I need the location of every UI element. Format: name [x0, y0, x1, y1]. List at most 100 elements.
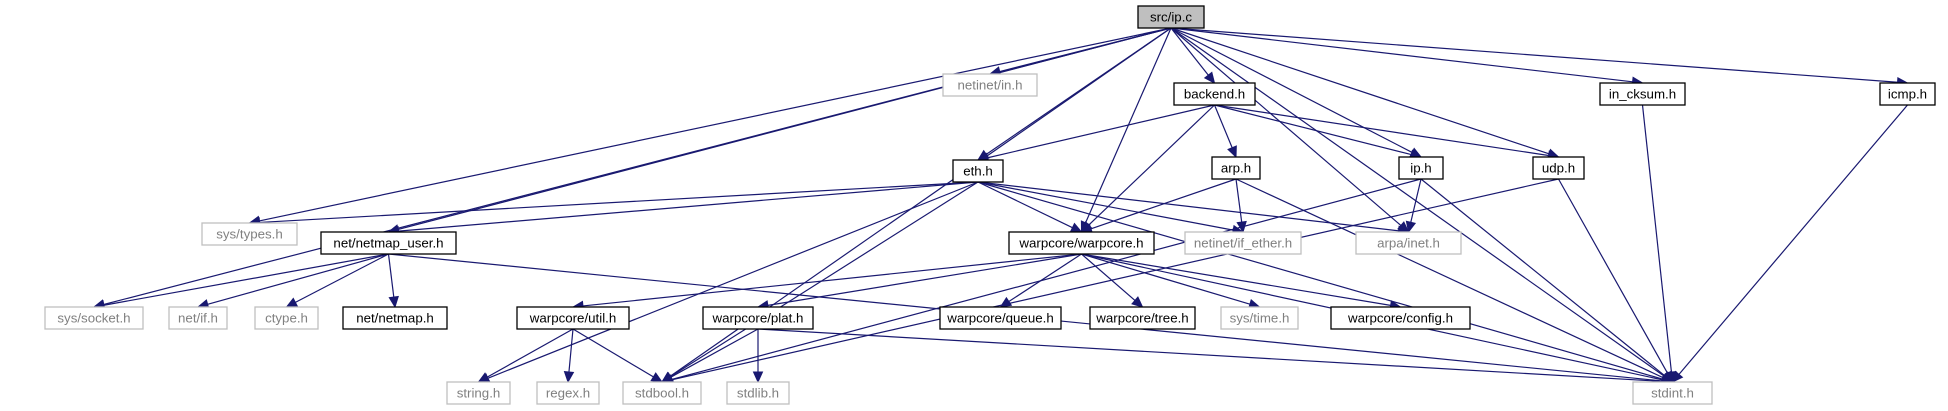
edge-ip_c-to-sys_socket: [103, 27, 1172, 306]
node-box: [1632, 381, 1713, 405]
node-label: stdint.h: [1651, 386, 1694, 401]
edge-util-to-regex: [568, 328, 574, 373]
node-ip-c[interactable]: src/ip.c: [1137, 5, 1205, 29]
node-plat[interactable]: warpcore/plat.h: [702, 306, 814, 330]
edge-warpcore-to-tree: [1081, 253, 1136, 301]
node-arp[interactable]: arp.h: [1211, 156, 1261, 180]
node-label: backend.h: [1184, 87, 1245, 102]
edge-ip_c-to-ip_h: [1170, 27, 1413, 153]
node-icmp[interactable]: icmp.h: [1879, 82, 1936, 106]
edge-warpcore-to-plat: [767, 253, 1082, 306]
node-box: [952, 159, 1004, 183]
node-box: [622, 381, 702, 405]
edge-eth-to-arpa_inet: [977, 181, 1399, 232]
node-label: warpcore/tree.h: [1095, 311, 1188, 326]
node-box: [1599, 82, 1686, 106]
node-label: udp.h: [1542, 161, 1575, 176]
edge-ip_h-to-stdint: [1420, 178, 1666, 377]
edge-eth-to-string: [487, 181, 979, 379]
node-box: [446, 381, 511, 405]
node-arpa-inet: arpa/inet.h: [1355, 231, 1462, 255]
node-stdint: stdint.h: [1632, 381, 1713, 405]
edge-arp-to-warpcore: [1090, 178, 1237, 230]
node-box: [1532, 156, 1585, 180]
node-sys-socket: sys/socket.h: [44, 306, 144, 330]
node-in-cksum[interactable]: in_cksum.h: [1599, 82, 1686, 106]
node-stdbool: stdbool.h: [622, 381, 702, 405]
node-udp[interactable]: udp.h: [1532, 156, 1585, 180]
edge-arrowhead-icmp-to-stdint: [1671, 370, 1684, 383]
node-box: [1879, 82, 1936, 106]
node-tree[interactable]: warpcore/tree.h: [1089, 306, 1196, 330]
edge-warpcore-to-config: [1081, 253, 1391, 306]
node-box: [1398, 156, 1444, 180]
edge-backend-to-arp: [1213, 104, 1233, 148]
node-label: regex.h: [546, 386, 590, 401]
edge-arrowhead-warpcore-to-tree: [1131, 296, 1144, 308]
edge-plat-to-stdint: [757, 328, 1663, 383]
edge-netmap_user-to-sys_socket: [103, 253, 389, 306]
node-regex: regex.h: [536, 381, 600, 405]
node-backend[interactable]: backend.h: [1173, 82, 1256, 106]
node-box: [1184, 231, 1302, 255]
edge-udp-to-stdint: [1557, 178, 1669, 374]
node-box: [1089, 306, 1196, 330]
node-label: arp.h: [1221, 161, 1251, 176]
edge-icmp-to-stdint: [1678, 104, 1908, 375]
edge-ip_c-to-backend: [1170, 27, 1209, 76]
edge-arrowhead-netmap_user-to-netmap: [388, 295, 399, 309]
node-util[interactable]: warpcore/util.h: [516, 306, 630, 330]
node-box: [1211, 156, 1261, 180]
node-box: [1137, 5, 1205, 29]
edge-eth-to-if_ether: [977, 181, 1234, 231]
edge-arrowhead-eth-to-warpcore: [1069, 222, 1083, 233]
node-box: [44, 306, 144, 330]
node-box: [254, 306, 319, 330]
node-net-if: net/if.h: [168, 306, 228, 330]
edge-udp-to-stdbool: [671, 178, 1559, 381]
node-ip-h[interactable]: ip.h: [1398, 156, 1444, 180]
edge-arrowhead-netmap_user-to-ctype: [285, 297, 299, 308]
node-box: [939, 306, 1062, 330]
node-queue[interactable]: warpcore/queue.h: [939, 306, 1062, 330]
node-eth[interactable]: eth.h: [952, 159, 1004, 183]
edge-arrowhead-backend-to-arp: [1227, 145, 1237, 159]
node-label: string.h: [457, 386, 501, 401]
edge-arrowhead-plat-to-stdlib: [752, 371, 764, 384]
node-box: [320, 231, 457, 255]
edge-warpcore-to-sys_time: [1081, 253, 1251, 305]
node-label: ctype.h: [265, 311, 308, 326]
edge-netmap_user-to-net_if: [207, 253, 389, 305]
node-sys-time: sys/time.h: [1220, 306, 1299, 330]
edge-ip_c-to-arpa_inet: [1170, 27, 1402, 226]
node-label: netinet/if_ether.h: [1194, 236, 1292, 251]
edge-arrowhead-plat-to-stdbool: [660, 372, 674, 383]
node-label: icmp.h: [1888, 87, 1927, 102]
edge-warpcore-to-util: [582, 253, 1082, 307]
node-label: warpcore/queue.h: [946, 311, 1053, 326]
node-box: [942, 73, 1038, 97]
node-netmap-user[interactable]: net/netmap_user.h: [320, 231, 457, 255]
node-label: stdbool.h: [635, 386, 689, 401]
node-box: [702, 306, 814, 330]
node-label: src/ip.c: [1150, 10, 1192, 25]
node-config[interactable]: warpcore/config.h: [1330, 306, 1471, 330]
edge-warpcore-to-queue: [1008, 253, 1082, 303]
node-box: [1330, 306, 1471, 330]
edge-ip_h-to-stdbool: [671, 178, 1422, 380]
edge-netmap_user-to-netmap: [387, 253, 395, 298]
edge-ip_c-to-sys_types: [259, 27, 1172, 222]
node-label: netinet/in.h: [957, 78, 1022, 93]
node-box: [726, 381, 790, 405]
node-warpcore[interactable]: warpcore/warpcore.h: [1008, 231, 1155, 255]
edge-ip_c-to-in_cksum: [1170, 27, 1633, 83]
edge-eth-to-sys_types: [259, 181, 979, 224]
edge-ip_c-to-icmp: [1170, 27, 1898, 83]
node-label: warpcore/util.h: [529, 311, 616, 326]
node-netmap[interactable]: net/netmap.h: [342, 306, 448, 330]
edge-ip_h-to-arpa_inet: [1410, 178, 1422, 223]
node-label: sys/socket.h: [57, 311, 130, 326]
node-label: sys/types.h: [216, 227, 283, 242]
